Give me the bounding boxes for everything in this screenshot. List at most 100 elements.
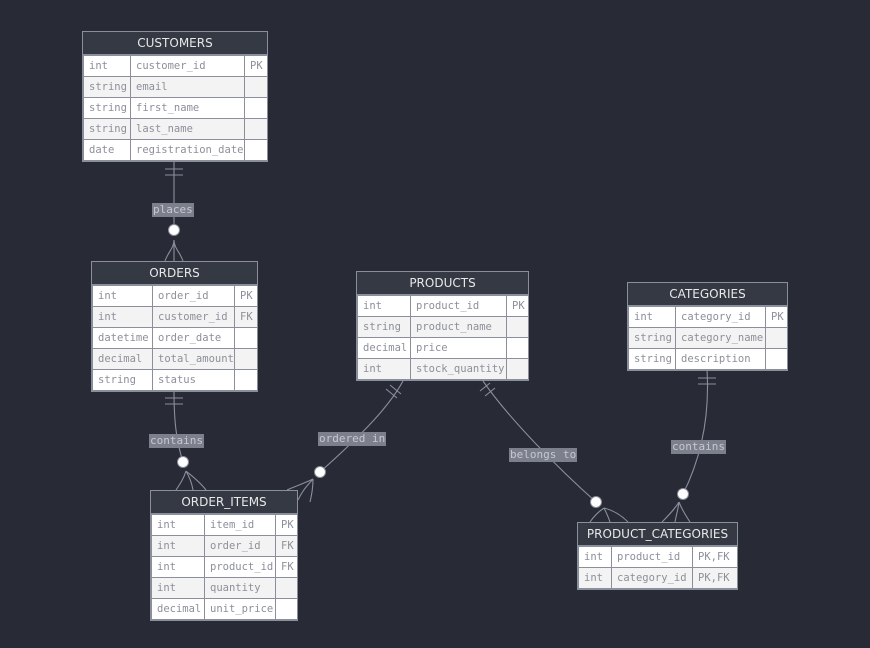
attribute-type: int [628,306,676,328]
attribute-name: product_id [204,556,276,578]
attribute-name: stock_quantity [410,358,507,380]
exactly-one-marker [484,387,496,397]
crows-foot-marker [589,507,629,523]
attribute-key [506,358,529,380]
attribute-key [275,577,298,599]
relationship-label-contains-categories: contains [671,440,726,454]
entity-title: PRODUCT_CATEGORIES [578,523,737,546]
attribute-name: product_name [410,316,507,338]
crows-foot-marker [164,239,184,262]
entity-title: CUSTOMERS [83,32,267,55]
attribute-name: description [675,348,766,370]
attribute-key [765,327,788,349]
attribute-key [506,337,529,359]
attribute-name: first_name [130,97,245,119]
attribute-type: datetime [92,327,153,349]
crows-foot-marker [661,501,691,523]
attribute-key [244,76,268,98]
zero-marker-circle [590,496,602,508]
attribute-type: int [92,306,153,328]
relationship-line [319,380,404,473]
exactly-one-marker [479,382,491,392]
exactly-one-marker [385,388,398,399]
relationship-places [164,161,184,262]
attribute-name: customer_id [152,306,235,328]
attribute-key: PK [765,306,788,328]
attribute-name: customer_id [130,55,245,77]
entity-title: CATEGORIES [628,283,787,306]
relationship-label-contains-items: contains [149,434,204,448]
zero-marker-circle [677,488,689,500]
attribute-name: category_name [675,327,766,349]
attribute-key: PK [506,295,529,317]
attribute-type: int [151,514,205,536]
attribute-type: string [92,369,153,391]
attribute-name: price [410,337,507,359]
crows-foot-marker [286,478,314,503]
attribute-type: string [357,316,411,338]
entity-title: PRODUCTS [357,272,528,295]
attribute-key: FK [275,535,298,557]
entity-title: ORDERS [92,262,257,285]
attribute-name: total_amount [152,348,235,370]
attribute-name: product_id [611,546,693,568]
attribute-type: int [578,567,612,589]
attribute-name: order_date [152,327,235,349]
attribute-name: registration_date [130,139,245,161]
relationship-label-ordered-in: ordered in [318,432,387,446]
attribute-name: order_id [204,535,276,557]
relationship-line [682,369,709,495]
zero-marker-circle [314,466,326,478]
attribute-key [234,369,258,391]
attribute-name: status [152,369,235,391]
zero-marker-circle [177,456,189,468]
attribute-name: item_id [204,514,276,536]
attribute-name: quantity [204,577,276,599]
attribute-type: string [628,348,676,370]
attribute-type: int [151,577,205,599]
attribute-type: int [151,556,205,578]
attribute-type: int [357,295,411,317]
attribute-name: category_id [675,306,766,328]
relationship-ordered-in [286,380,404,503]
relationship-line [482,380,597,503]
relationship-contains-categories [661,369,716,523]
attribute-type: int [151,535,205,557]
attribute-key [765,348,788,370]
attribute-name: last_name [130,118,245,140]
attribute-key: FK [275,556,298,578]
crows-foot-marker [175,470,207,491]
attribute-key: PK,FK [692,546,738,568]
relationship-contains-items [165,389,207,491]
relationship-label-places: places [152,203,194,217]
entity-title: ORDER_ITEMS [151,491,297,514]
